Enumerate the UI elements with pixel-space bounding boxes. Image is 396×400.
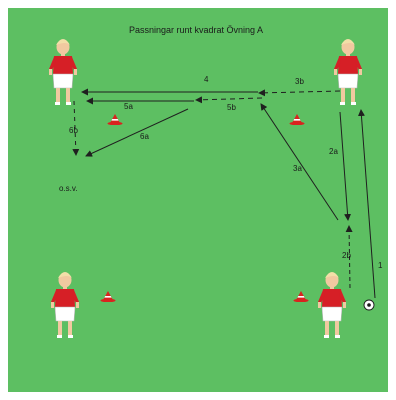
label-3b: 3b <box>295 77 304 86</box>
run-3b-line <box>258 89 341 97</box>
pitch: Passningar runt kvadrat Övning A <box>8 8 388 392</box>
run-2a-line <box>339 111 352 221</box>
label-1: 1 <box>378 261 383 270</box>
run-2b-line <box>345 225 353 289</box>
label-3a: 3a <box>293 164 302 173</box>
pass-3a-line <box>260 103 339 221</box>
label-2b: 2b <box>342 251 351 260</box>
label-6b: 6b <box>69 126 78 135</box>
pass-6a-line <box>85 108 189 157</box>
ball <box>363 299 375 311</box>
label-5a: 5a <box>124 102 133 111</box>
label-4: 4 <box>204 75 209 84</box>
label-2a: 2a <box>329 147 338 156</box>
diagram-title: Passningar runt kvadrat Övning A <box>129 25 263 35</box>
run-5b-line <box>195 96 263 104</box>
run-6b-line <box>72 100 80 156</box>
label-6a: 6a <box>140 132 149 141</box>
label-osv: o.s.v. <box>59 184 78 193</box>
pass-1-line <box>357 109 376 299</box>
label-5b: 5b <box>227 103 236 112</box>
